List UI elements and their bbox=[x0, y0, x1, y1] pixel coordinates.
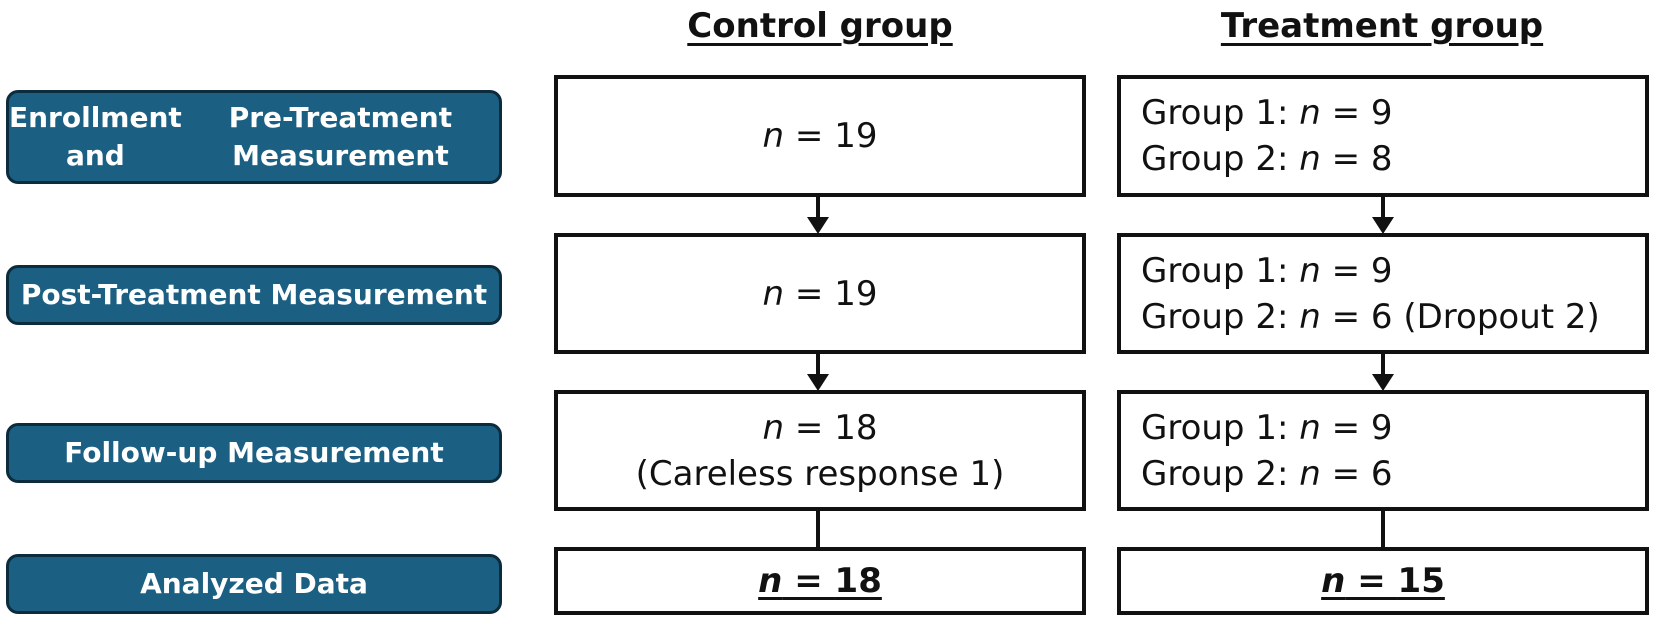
treatment-enrollment-group1: Group 1: n = 9 bbox=[1141, 93, 1393, 133]
arrowhead-icon bbox=[1372, 217, 1394, 234]
stage-label-follow-up-text: Follow-up Measurement bbox=[64, 436, 444, 469]
stage-label-post-treatment: Post-Treatment Measurement bbox=[6, 265, 502, 325]
control-analyzed-box: n = 18 bbox=[554, 547, 1086, 615]
stage-label-post-treatment-text: Post-Treatment Measurement bbox=[20, 278, 488, 311]
arrowhead-icon bbox=[807, 217, 829, 234]
control-group-header: Control group bbox=[687, 6, 953, 46]
stage-label-analyzed: Analyzed Data bbox=[6, 554, 502, 614]
treatment-followup-group1: Group 1: n = 9 bbox=[1141, 407, 1393, 448]
control-followup-count: n = 18 bbox=[762, 407, 878, 448]
stage-label-enrollment-line1: Enrollment and bbox=[9, 101, 182, 172]
control-followup-box: n = 18 (Careless response 1) bbox=[554, 390, 1086, 511]
stage-label-analyzed-text: Analyzed Data bbox=[140, 567, 368, 600]
treatment-enrollment-group2: Group 2: n = 8 bbox=[1141, 139, 1393, 179]
treatment-post-group1: Group 1: n = 9 bbox=[1141, 250, 1393, 291]
arrowhead-icon bbox=[807, 374, 829, 391]
arrowhead-icon bbox=[1372, 374, 1394, 391]
treatment-post-group2: Group 2: n = 6 (Dropout 2) bbox=[1141, 296, 1600, 337]
control-post-count: n = 19 bbox=[762, 273, 878, 314]
stage-label-enrollment-line2: Pre-Treatment Measurement bbox=[228, 101, 453, 172]
treatment-followup-box: Group 1: n = 9 Group 2: n = 6 bbox=[1117, 390, 1649, 511]
treatment-analyzed-count: n = 15 bbox=[1321, 561, 1445, 601]
treatment-group-header: Treatment group bbox=[1220, 6, 1544, 46]
control-post-box: n = 19 bbox=[554, 233, 1086, 354]
stage-label-follow-up: Follow-up Measurement bbox=[6, 423, 502, 483]
control-enrollment-box: n = 19 bbox=[554, 75, 1086, 197]
control-analyzed-count: n = 18 bbox=[758, 561, 882, 601]
stage-label-enrollment: Enrollment and Pre-Treatment Measurement bbox=[6, 90, 502, 184]
treatment-enrollment-box: Group 1: n = 9 Group 2: n = 8 bbox=[1117, 75, 1649, 197]
treatment-post-box: Group 1: n = 9 Group 2: n = 6 (Dropout 2… bbox=[1117, 233, 1649, 354]
treatment-followup-group2: Group 2: n = 6 bbox=[1141, 453, 1393, 494]
control-followup-note: (Careless response 1) bbox=[635, 453, 1005, 494]
control-enrollment-count: n = 19 bbox=[762, 116, 878, 156]
treatment-analyzed-box: n = 15 bbox=[1117, 547, 1649, 615]
